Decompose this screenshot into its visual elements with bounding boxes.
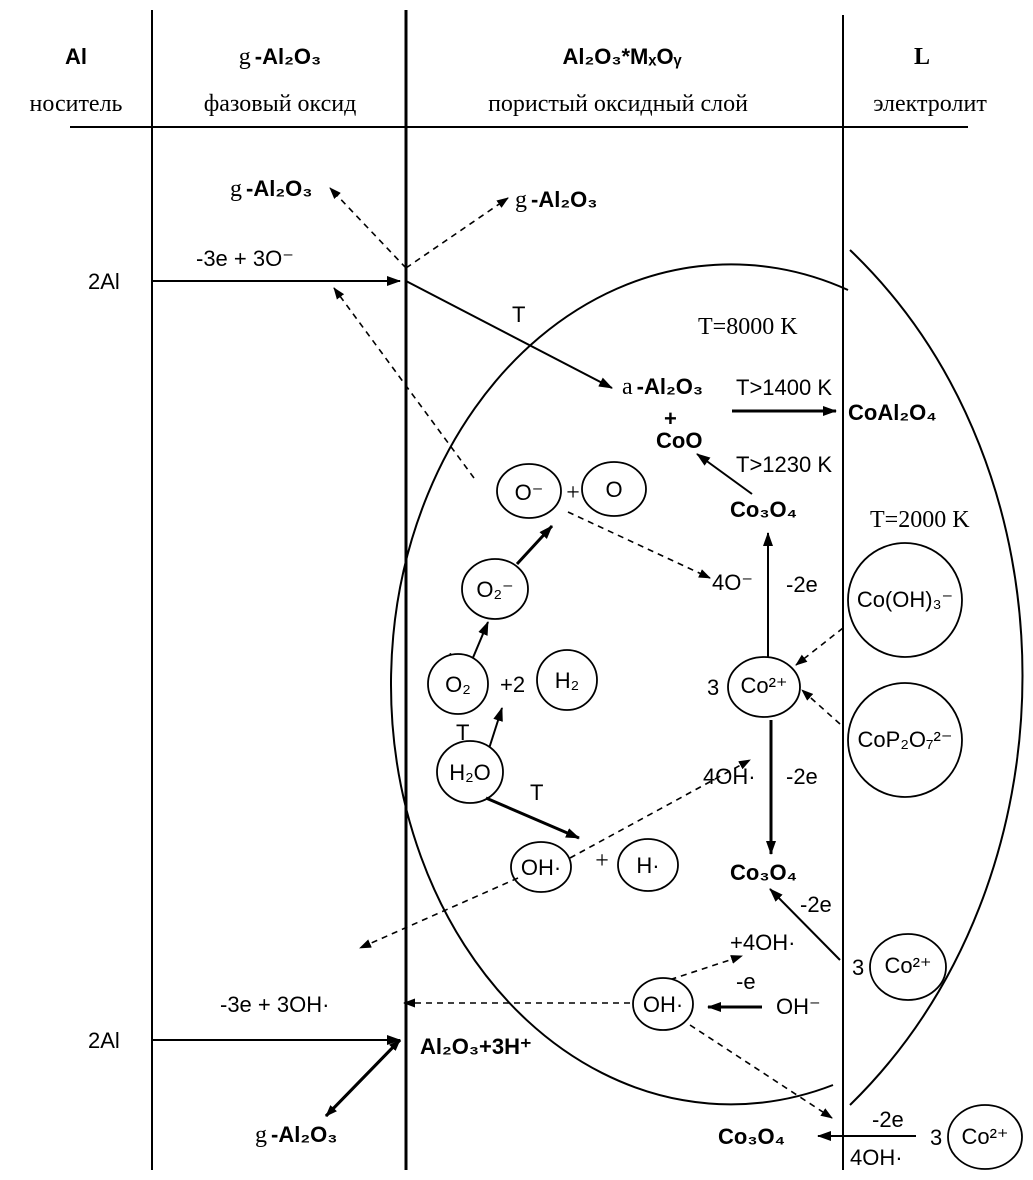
temp-1230: T>1230 K	[736, 452, 832, 477]
arrow-oh-to-4oh	[659, 955, 743, 984]
arrow-cooh3-to-co	[795, 627, 844, 666]
plus-coo: +	[664, 406, 677, 431]
four-o-minus: 4O⁻	[712, 570, 753, 595]
bubble-h2o	[436, 740, 504, 804]
co2plus-mid: Co²⁺	[740, 673, 787, 698]
arrow-to-gamma-left	[329, 187, 407, 269]
co3o4-mid: Co₃O₄	[730, 860, 797, 885]
oh-minus: OH⁻	[776, 994, 821, 1019]
plus-h: +	[595, 848, 609, 874]
oh-rad-bottom: OH·	[643, 992, 683, 1017]
plus-2: +2	[500, 672, 525, 697]
arrow-4oh-dash	[569, 759, 751, 859]
arrow-o2-to-o2minus	[471, 621, 489, 661]
coo: CoO	[656, 428, 702, 453]
col3-formula: Al₂O₃*MₓOᵧ	[562, 44, 682, 69]
arrow-o2minus-to-o	[515, 524, 554, 566]
cop2o7: CoP₂O₇²⁻	[858, 727, 953, 752]
o2: O₂	[445, 672, 471, 697]
o2-minus: O₂⁻	[476, 577, 513, 602]
arrow-co3o4-to-coo	[696, 453, 753, 495]
bubble-o-minus	[496, 463, 562, 519]
al2o3-3h: Al₂O₃+3H⁺	[420, 1034, 532, 1059]
arrow-to-alpha	[405, 280, 613, 389]
arrow-cop2o7-to-co	[801, 689, 841, 725]
three-co-lower: 3	[852, 955, 864, 980]
arrow-o-to-4o	[567, 511, 711, 579]
coal2o4: CoAl₂O₄	[848, 400, 937, 425]
minus-2e-up: -2e	[786, 572, 818, 597]
temp-8000: T=8000 K	[698, 314, 798, 340]
h-rad: H·	[636, 853, 659, 878]
arrow-o-to-interface	[333, 287, 475, 479]
col3-name: пористый оксидный слой	[488, 91, 748, 117]
bubble-cop2o7	[847, 682, 963, 798]
arrow-to-gamma-bottom-back	[324, 1038, 402, 1118]
minus-e: -e	[736, 969, 756, 994]
three-co-bottom: 3	[930, 1125, 942, 1150]
plus-o: +	[566, 480, 580, 506]
h2: H₂	[555, 668, 579, 693]
alpha-al2o3: a -Al₂O₃	[622, 374, 703, 400]
label-T-bottom: T	[530, 780, 543, 805]
bubble-o2	[427, 653, 489, 715]
h2o: H₂O	[449, 760, 491, 785]
temp-1400: T>1400 K	[736, 375, 832, 400]
arrow-oh-to-interface-bottom	[359, 877, 519, 949]
gamma-al2o3-bottom: g -Al₂O₃	[255, 1122, 337, 1148]
bubble-o2-minus	[461, 558, 529, 620]
label-T-h2o: T	[456, 720, 469, 745]
temp-2000: T=2000 K	[870, 507, 970, 533]
col4-formula: L	[914, 44, 930, 70]
co3o4-top: Co₃O₄	[730, 497, 797, 522]
four-oh-bottom: 4OH·	[850, 1145, 903, 1170]
plasma-zone-arc-inner	[390, 263, 849, 1106]
co-oh3: Co(OH)₃⁻	[857, 587, 953, 612]
gamma-al2o3-top-left: g -Al₂O₃	[230, 176, 312, 202]
four-oh-mid: 4OH·	[703, 764, 756, 789]
co2plus-lower: Co²⁺	[884, 953, 931, 978]
minus-2e-lower: -2e	[800, 892, 832, 917]
al-bottom: 2Al	[88, 1028, 120, 1053]
co2plus-bottom: Co²⁺	[961, 1124, 1008, 1149]
plus-four-oh: +4OH·	[730, 930, 795, 955]
bubble-oh	[510, 841, 572, 893]
plasma-zone-arc-outer	[849, 249, 1024, 1106]
bubble-cooh3	[847, 542, 963, 658]
arrow-h2o-to-oh	[485, 796, 580, 840]
gamma-al2o3-top-right: g -Al₂O₃	[515, 187, 597, 213]
oh-rad: OH·	[521, 855, 561, 880]
bubble-h2	[536, 649, 598, 711]
arrow-to-gamma-right	[405, 197, 509, 269]
col4-name: электролит	[873, 91, 987, 117]
bubble-o	[581, 461, 647, 517]
minus-2e-bottom: -2e	[872, 1107, 904, 1132]
bubble-co2-bottom	[947, 1104, 1023, 1170]
o-atom: O	[605, 477, 622, 502]
col1-name: носитель	[30, 91, 123, 117]
bubble-oh-bottom	[632, 977, 694, 1031]
minus-2e-mid: -2e	[786, 764, 818, 789]
col2-name: фазовый оксид	[204, 91, 357, 117]
o-minus: O⁻	[515, 480, 544, 505]
reaction-bottom: -3e + 3OH·	[220, 992, 329, 1017]
bubble-co2-mid	[727, 656, 801, 718]
three-co-mid: 3	[707, 675, 719, 700]
reaction-top: -3e + 3O⁻	[196, 246, 294, 271]
al-top: 2Al	[88, 269, 120, 294]
col1-formula: Al	[65, 44, 87, 69]
arrow-co-to-co3o4-lower	[769, 888, 841, 961]
co3o4-bottom: Co₃O₄	[718, 1124, 785, 1149]
bubble-h	[617, 838, 679, 892]
col2-formula: g -Al₂O₃	[239, 44, 321, 70]
bubble-co2-lower	[869, 933, 947, 1001]
label-T-top: T	[512, 302, 525, 327]
